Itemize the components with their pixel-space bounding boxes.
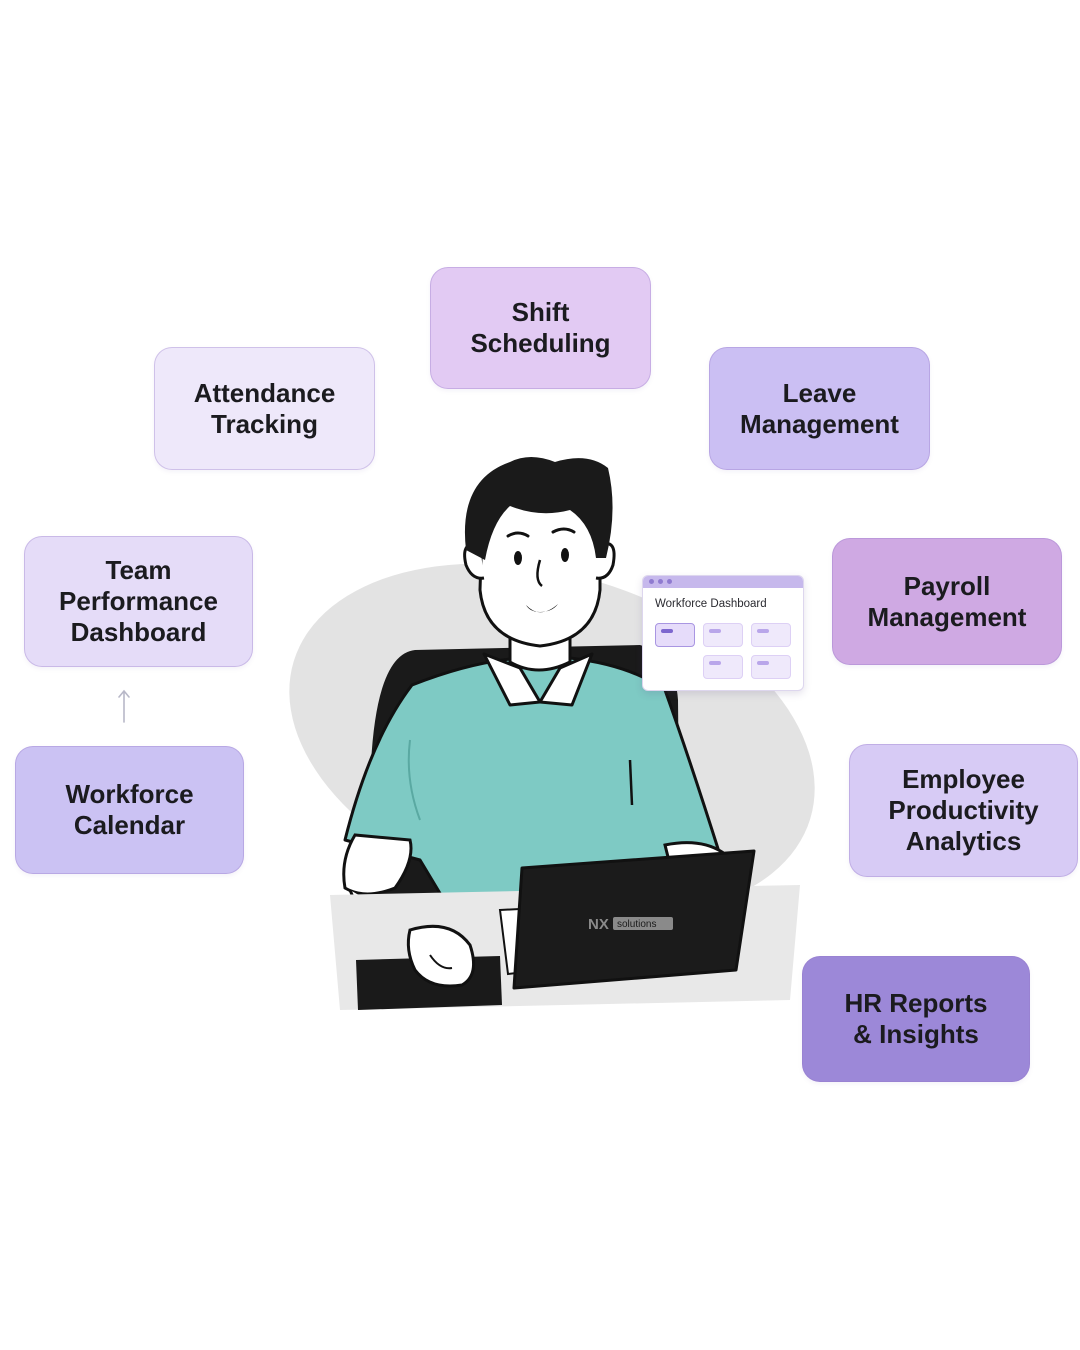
dashboard-title: Workforce Dashboard — [655, 598, 767, 610]
card-payroll-management: Payroll Management — [832, 538, 1062, 665]
dashboard-tile — [655, 623, 695, 647]
hair — [464, 457, 613, 560]
dashboard-tile — [703, 655, 743, 679]
dashboard-tile — [751, 655, 791, 679]
person-at-laptop-illustration: NX solutions — [289, 457, 815, 1010]
up-arrow-icon — [118, 689, 130, 723]
window-titlebar — [643, 576, 803, 588]
hand — [406, 924, 476, 988]
card-workforce-calendar: Workforce Calendar — [15, 746, 244, 874]
card-attendance-tracking: Attendance Tracking — [154, 347, 375, 470]
card-shift-scheduling: Shift Scheduling — [430, 267, 651, 389]
laptop-logo: NX — [588, 916, 609, 933]
dashboard-tile — [703, 623, 743, 647]
dashboard-tile — [751, 623, 791, 647]
workforce-dashboard-window: Workforce Dashboard — [642, 575, 804, 691]
card-hr-reports-insights: HR Reports & Insights — [802, 956, 1030, 1082]
card-employee-productivity-analytics: Employee Productivity Analytics — [849, 744, 1078, 877]
card-leave-management: Leave Management — [709, 347, 930, 470]
laptop-logo-tag: solutions — [617, 919, 656, 930]
card-team-performance-dashboard: Team Performance Dashboard — [24, 536, 253, 667]
shirt — [343, 656, 722, 912]
sleeve — [342, 833, 413, 896]
